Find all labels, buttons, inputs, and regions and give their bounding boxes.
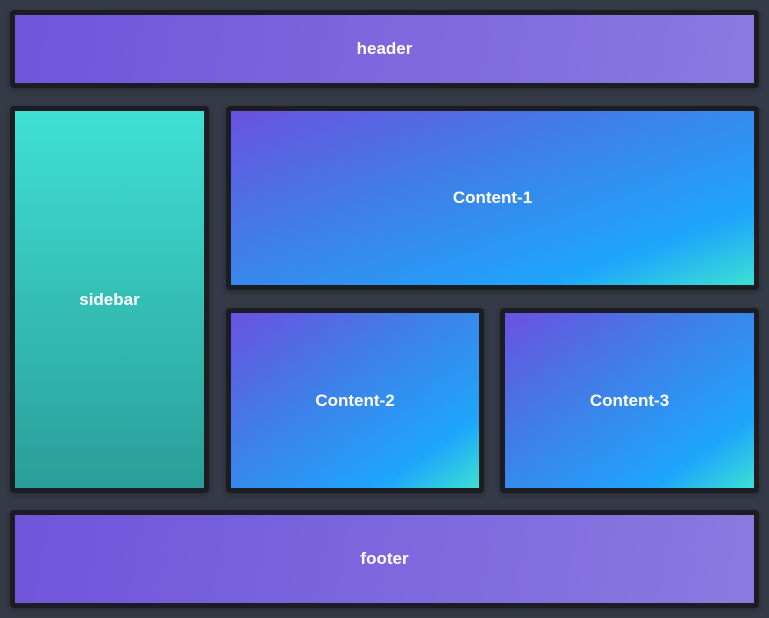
sidebar-region: sidebar	[10, 106, 209, 493]
header-label: header	[356, 39, 413, 58]
sidebar-label: sidebar	[79, 289, 140, 309]
content-1-label: Content-1	[452, 188, 533, 207]
content-2-label: Content-2	[315, 390, 395, 410]
content-3-region: Content-3	[500, 308, 759, 493]
footer-label: footer	[360, 549, 409, 568]
content-1-region: Content-1	[226, 106, 759, 290]
header-region: header	[10, 10, 759, 88]
content-2-region: Content-2	[226, 308, 484, 493]
footer-region: footer	[10, 510, 759, 608]
content-3-label: Content-3	[589, 390, 670, 410]
